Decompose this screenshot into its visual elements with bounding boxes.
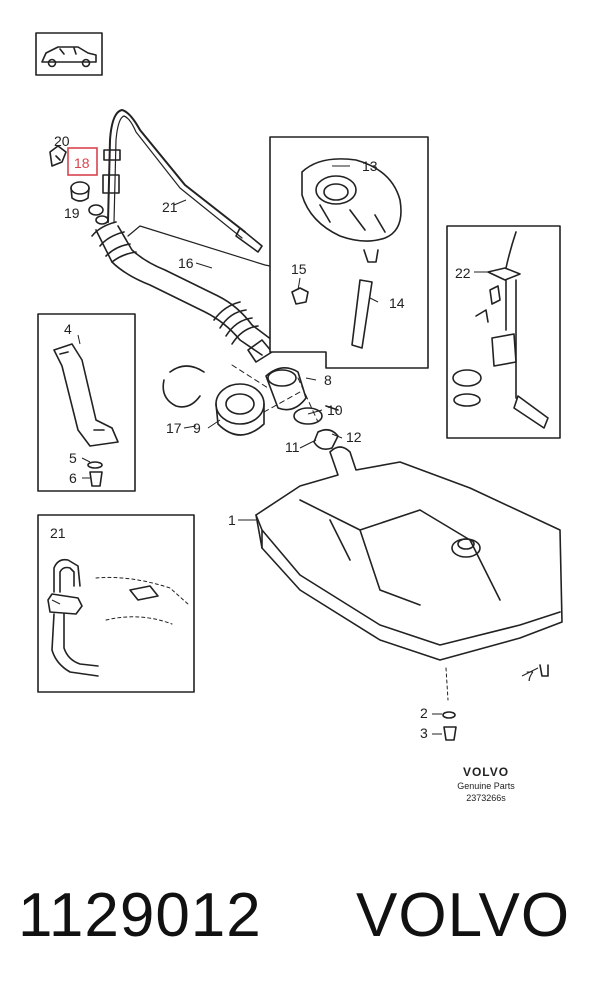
- callout-6: 6: [69, 470, 77, 486]
- callout-7: 7: [526, 668, 534, 684]
- callout-2: 2: [420, 705, 428, 721]
- footer: [0, 830, 600, 998]
- callout-16: 16: [178, 255, 194, 271]
- callout-8: 8: [324, 372, 332, 388]
- highlight-box: [67, 147, 98, 176]
- parts-diagram: 20 18 19 21 16 13 15 14 22 4 5 6 8 17 9 …: [35, 32, 563, 803]
- hose-detail-inset: [37, 514, 195, 693]
- callout-18: 18: [74, 155, 90, 171]
- logo-brand: VOLVO: [463, 765, 509, 779]
- level-sender-inset: [446, 225, 561, 439]
- callout-9: 9: [193, 420, 201, 436]
- callout-21-inset: 21: [50, 525, 66, 541]
- callout-1: 1: [228, 512, 236, 528]
- callout-11: 11: [285, 439, 300, 455]
- breather-hose: [102, 109, 263, 253]
- callout-4: 4: [64, 321, 72, 337]
- callout-13: 13: [362, 158, 378, 174]
- logo-ref: 2373266s: [466, 793, 506, 803]
- car-icon: [35, 32, 103, 76]
- callout-12: 12: [346, 429, 362, 445]
- callout-10: 10: [327, 402, 343, 418]
- part-number: 1129012: [18, 881, 262, 950]
- logo-genuine-parts: Genuine Parts: [457, 781, 515, 791]
- callout-21: 21: [162, 199, 178, 215]
- volvo-logo-block: VOLVO Genuine Parts 2373266s: [457, 765, 515, 803]
- callout-20: 20: [54, 133, 70, 149]
- callout-19: 19: [64, 205, 80, 221]
- fuel-tank: [255, 446, 563, 741]
- filler-grommet-parts: [162, 364, 339, 450]
- filler-neck-inset: [269, 136, 429, 369]
- callout-3: 3: [420, 725, 428, 741]
- callout-5: 5: [69, 450, 77, 466]
- callout-22: 22: [455, 265, 471, 281]
- hose-clip-parts: [49, 145, 109, 225]
- callout-15: 15: [291, 261, 307, 277]
- callout-17: 17: [166, 420, 182, 436]
- brand-label: VOLVO: [356, 881, 571, 950]
- callout-14: 14: [389, 295, 405, 311]
- bracket-inset: [37, 313, 136, 492]
